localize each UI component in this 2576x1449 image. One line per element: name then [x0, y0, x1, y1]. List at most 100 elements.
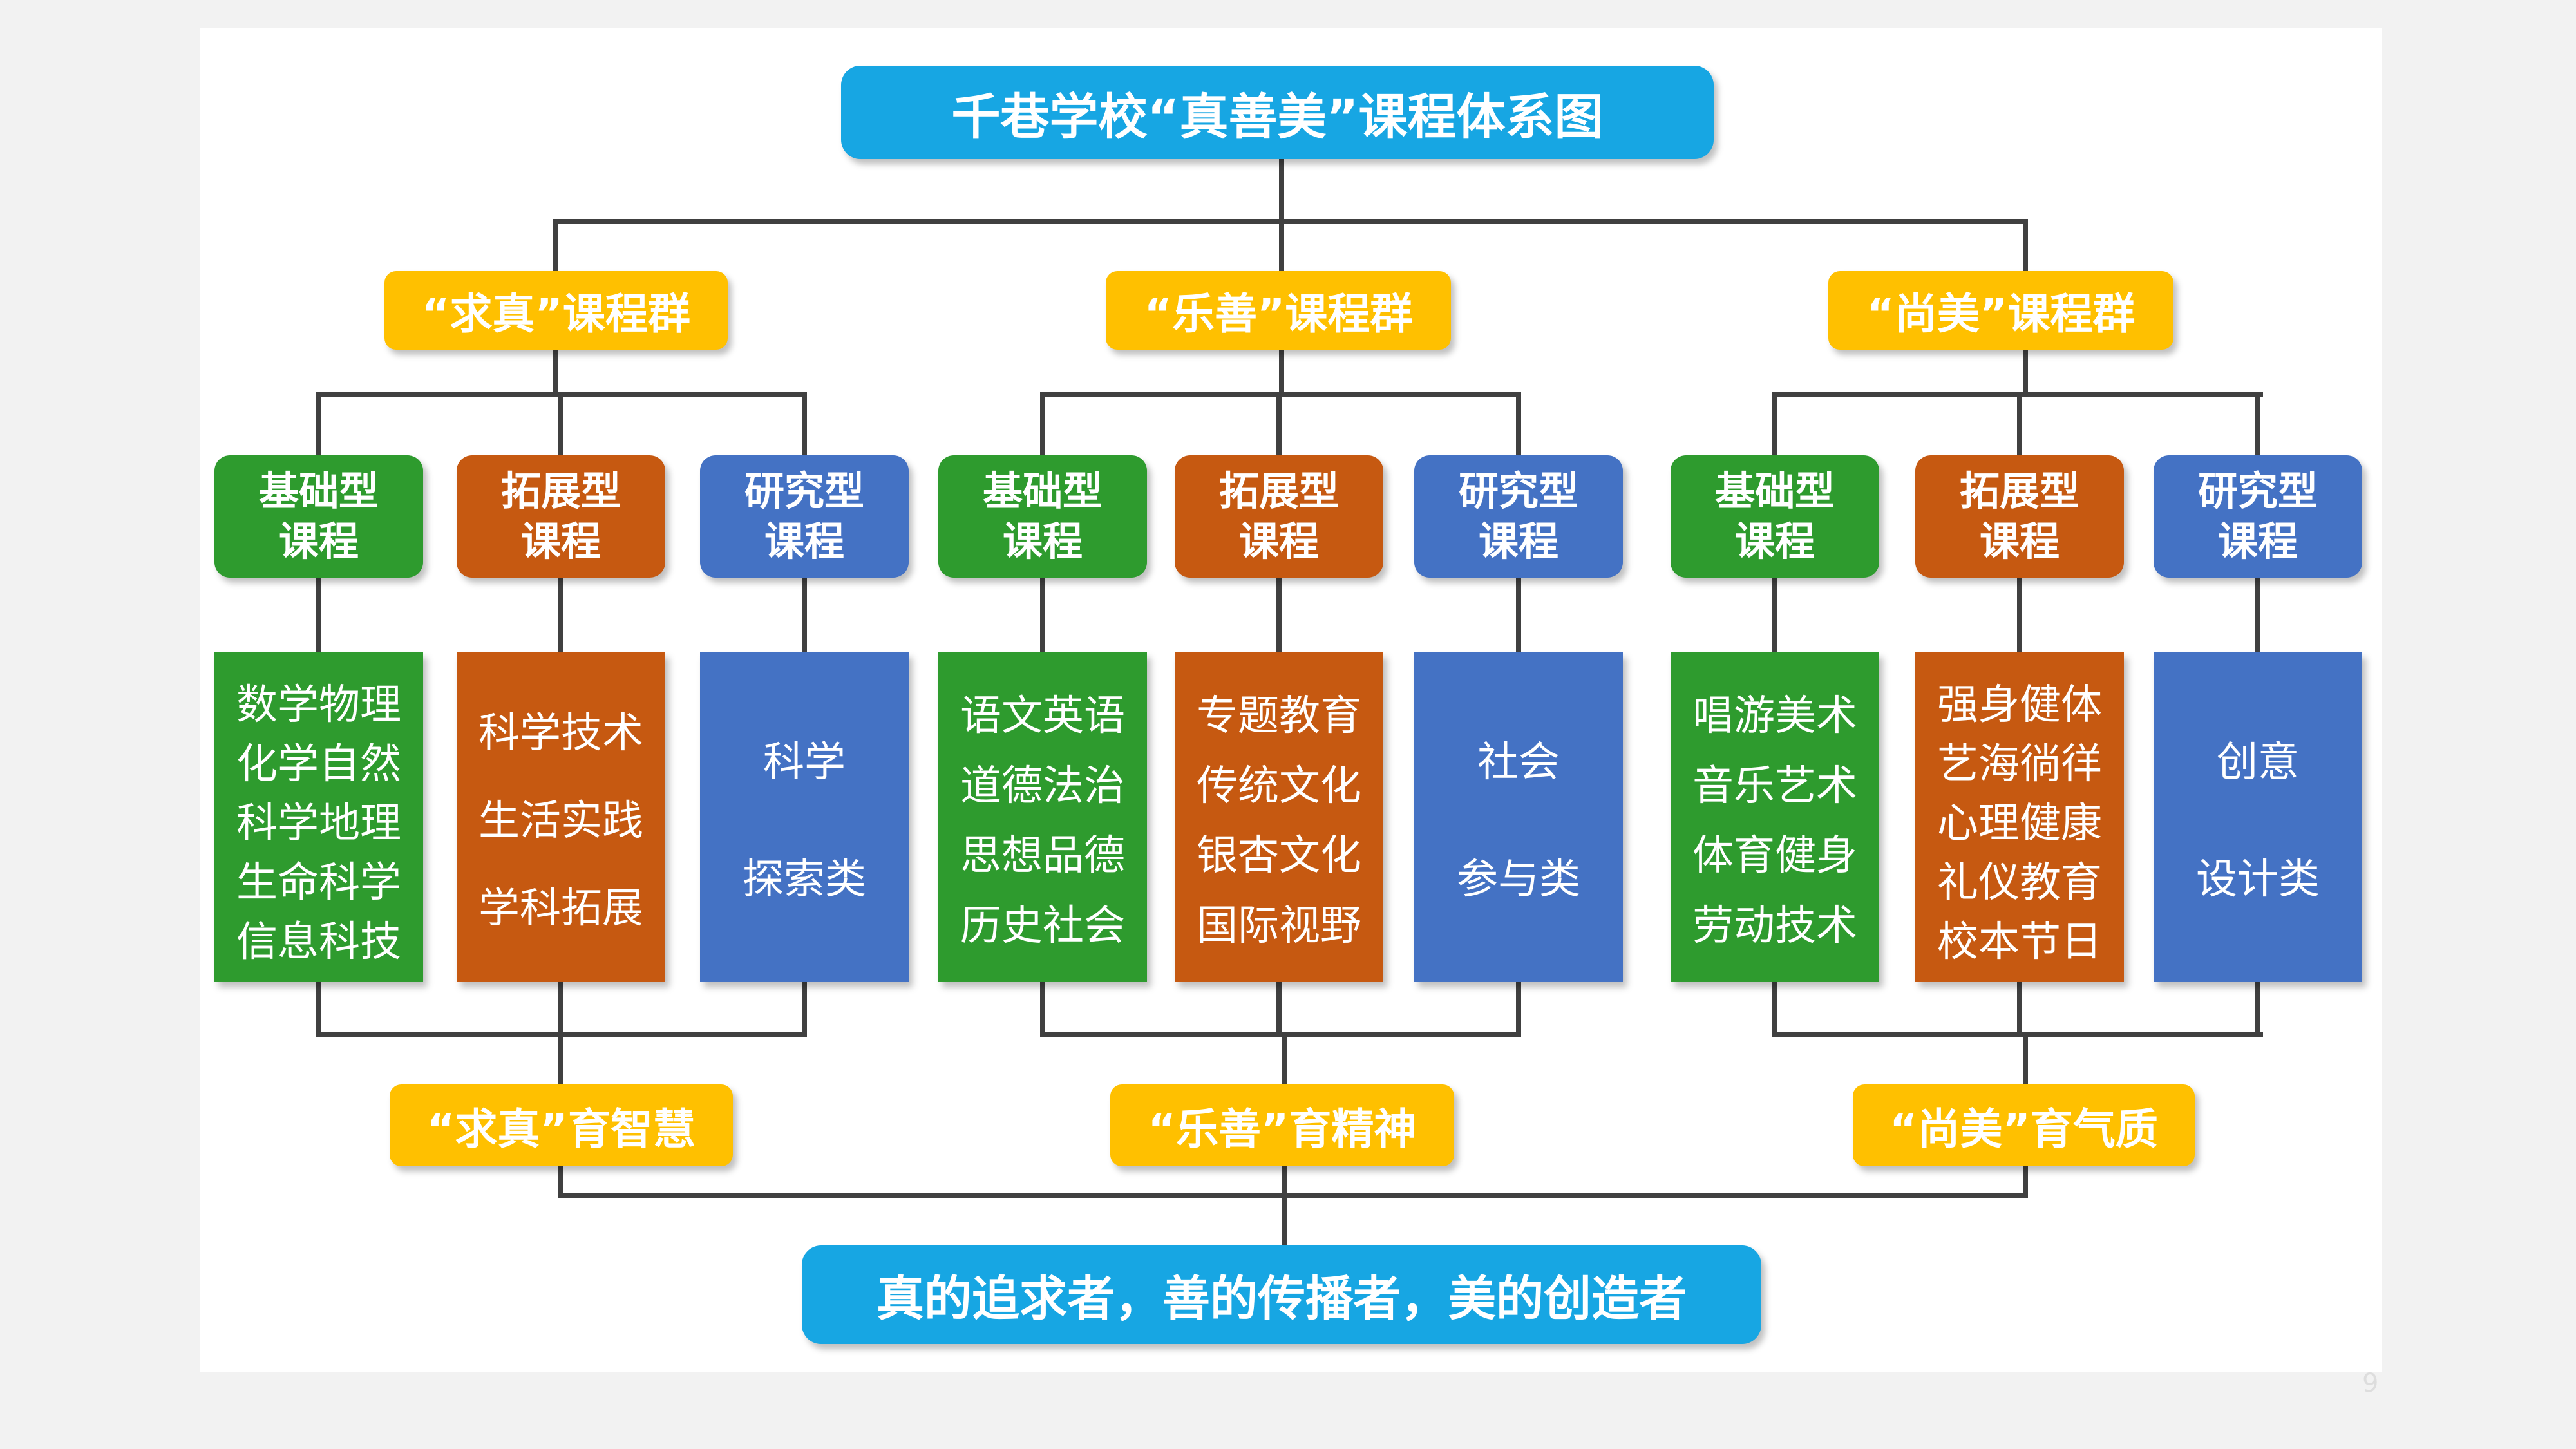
course-content-box: 数学物理化学自然科学地理生命科学信息科技: [214, 652, 423, 982]
connector: [1516, 979, 1521, 1037]
course-type-box: 基础型课程: [1671, 455, 1879, 578]
course-item: 校本节日: [1937, 918, 2102, 966]
connector: [1772, 573, 1777, 657]
page-number: 9: [2362, 1368, 2379, 1398]
course-item: 学科拓展: [478, 885, 643, 933]
connector: [1040, 979, 1045, 1037]
course-group-box: “求真”课程群: [384, 271, 728, 350]
course-item: 语文英语: [960, 692, 1125, 740]
course-type-box: 拓展型课程: [1915, 455, 2124, 578]
course-item: 设计类: [2196, 855, 2320, 904]
connector: [558, 573, 564, 657]
connector: [1040, 394, 1045, 459]
course-item: 数学物理: [236, 681, 401, 729]
connector: [1279, 348, 1284, 394]
outcome-box: “尚美”育气质: [1853, 1084, 2195, 1166]
course-type-label: 基础型: [982, 468, 1103, 515]
course-item: 参与类: [1457, 855, 1580, 904]
course-item: 社会: [1477, 739, 1560, 787]
course-item: 国际视野: [1197, 902, 1361, 951]
course-group-box: “乐善”课程群: [1106, 271, 1451, 350]
connector: [802, 979, 807, 1037]
connector: [2023, 348, 2028, 394]
course-type-box: 拓展型课程: [457, 455, 665, 578]
connector: [1040, 573, 1045, 657]
connector: [553, 348, 558, 394]
connector: [558, 394, 564, 459]
connector: [553, 219, 558, 274]
connector: [1276, 573, 1282, 657]
course-item: 唱游美术: [1692, 692, 1857, 740]
connector: [2017, 394, 2022, 459]
course-item: 探索类: [743, 855, 866, 904]
course-item: 强身健体: [1937, 681, 2102, 729]
course-item: 化学自然: [236, 741, 401, 788]
connector: [553, 219, 2028, 224]
course-type-box: 研究型课程: [700, 455, 909, 578]
course-type-label: 基础型: [258, 468, 379, 515]
course-content-box: 科学探索类: [700, 652, 909, 982]
connector: [2255, 573, 2260, 657]
connector: [1279, 159, 1284, 224]
course-type-label: 研究型: [2197, 468, 2318, 515]
course-type-box: 拓展型课程: [1175, 455, 1383, 578]
connector: [316, 979, 321, 1037]
connector: [2017, 573, 2022, 657]
course-type-box: 基础型课程: [214, 455, 423, 578]
connector: [1516, 394, 1521, 459]
connector: [558, 979, 564, 1037]
course-type-box: 研究型课程: [1414, 455, 1623, 578]
course-item: 劳动技术: [1692, 902, 1857, 951]
course-content-box: 强身健体艺海徜徉心理健康礼仪教育校本节日: [1915, 652, 2124, 982]
course-type-label: 研究型: [1458, 468, 1578, 515]
connector: [1282, 1032, 1287, 1086]
connector: [316, 394, 321, 459]
connector: [1276, 979, 1282, 1037]
course-item: 生命科学: [236, 859, 401, 907]
outcome-box: “乐善”育精神: [1110, 1084, 1454, 1166]
course-type-label: 拓展型: [1218, 468, 1339, 515]
course-type-label: 研究型: [744, 468, 864, 515]
course-item: 历史社会: [960, 902, 1125, 951]
course-item: 生活实践: [478, 797, 643, 845]
course-item: 专题教育: [1197, 692, 1361, 740]
connector: [2023, 1032, 2028, 1086]
course-item: 体育健身: [1692, 832, 1857, 880]
course-content-box: 专题教育传统文化银杏文化国际视野: [1175, 652, 1383, 982]
course-type-label: 拓展型: [1959, 468, 2079, 515]
connector: [1772, 394, 1777, 459]
connector: [2023, 1164, 2028, 1197]
course-group-box: “尚美”课程群: [1828, 271, 2174, 350]
course-type-label: 课程: [1238, 518, 1319, 565]
course-type-label: 课程: [1478, 518, 1558, 565]
connector: [2017, 979, 2022, 1037]
course-type-label: 课程: [1734, 518, 1815, 565]
course-type-label: 课程: [764, 518, 844, 565]
course-content-box: 语文英语道德法治思想品德历史社会: [938, 652, 1147, 982]
connector: [1279, 219, 1284, 274]
course-item: 心理健康: [1937, 800, 2102, 848]
course-content-box: 社会参与类: [1414, 652, 1623, 982]
course-item: 礼仪教育: [1937, 859, 2102, 907]
course-type-label: 课程: [2217, 518, 2298, 565]
course-item: 艺海徜徉: [1937, 741, 2102, 788]
course-item: 银杏文化: [1197, 832, 1361, 880]
course-type-label: 课程: [520, 518, 601, 565]
course-type-label: 课程: [1002, 518, 1083, 565]
connector: [558, 1032, 564, 1086]
connector: [1516, 573, 1521, 657]
course-type-label: 课程: [1979, 518, 2060, 565]
course-type-label: 课程: [278, 518, 359, 565]
diagram-title: 千巷学校“真善美”课程体系图: [841, 66, 1714, 159]
course-item: 科学: [763, 739, 846, 787]
connector: [1276, 394, 1282, 459]
connector: [2255, 979, 2260, 1037]
course-item: 传统文化: [1197, 762, 1361, 810]
course-type-label: 基础型: [1714, 468, 1835, 515]
course-type-label: 拓展型: [500, 468, 621, 515]
connector: [2255, 394, 2260, 459]
course-item: 科学地理: [236, 800, 401, 848]
connector: [802, 573, 807, 657]
connector: [558, 1193, 2028, 1198]
connector: [316, 573, 321, 657]
